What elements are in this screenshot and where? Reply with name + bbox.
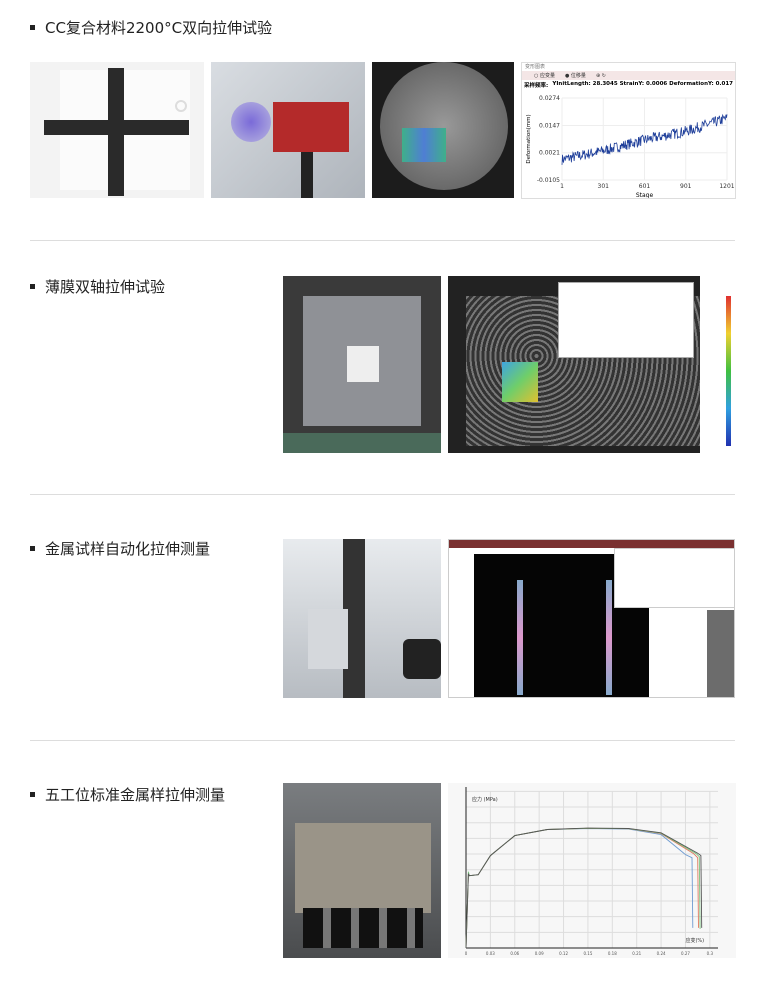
y-tick-label: -0.0105: [537, 177, 560, 184]
x-tick-label: 0: [465, 951, 468, 956]
x-tick-label: 0.06: [510, 951, 519, 956]
deformation-series: [561, 113, 728, 165]
divider: [30, 240, 735, 241]
x-tick-label: 1201: [719, 183, 734, 190]
auto-tensile-machine-photo: [283, 539, 441, 698]
biaxial-fixture-photo: [283, 276, 441, 453]
radio-strain[interactable]: ○ 应变量: [534, 73, 555, 79]
x-tick-label: 0.12: [559, 951, 568, 956]
section-heading: 五工位标准金属样拉伸测量: [30, 784, 225, 805]
x-tick-label: 301: [598, 183, 610, 190]
y-axis-label: Deformation(mm): [526, 114, 532, 163]
x-tick-label: 0.24: [657, 951, 666, 956]
x-tick-label: 0.3: [707, 951, 714, 956]
x-axis-label: Stage: [636, 192, 654, 199]
x-tick-label: 1: [560, 183, 564, 190]
film-dic-software-view: [448, 276, 737, 453]
specimen-photo: [30, 62, 204, 198]
x-tick-label: 0.27: [681, 951, 690, 956]
y-tick-label: 0.0147: [539, 122, 560, 129]
five-station-machine-photo: [283, 783, 441, 958]
camera-view-image: [372, 62, 514, 198]
deformation-scatter-chart: 1 301 601 901 1201 0.0274 0.0147 0.0021 -0.0105S…: [526, 95, 735, 199]
section-heading: CC复合材料2200°C双向拉伸试验: [30, 17, 272, 38]
stress-strain-series-2: [465, 827, 699, 949]
stress-strain-series-4: [465, 827, 703, 949]
x-tick-label: 0.09: [535, 951, 544, 956]
divider: [30, 494, 735, 495]
bullet-icon: [30, 792, 35, 797]
furnace-photo: [211, 62, 365, 198]
metal-dic-software-view: [448, 539, 735, 698]
x-tick-label: 901: [680, 183, 692, 190]
readout: YInitLength: 28.3045 StrainY: 0.0006 Def…: [552, 81, 733, 87]
x-tick-label: 0.21: [632, 951, 641, 956]
bullet-icon: [30, 546, 35, 551]
x-tick-label: 0.03: [486, 951, 495, 956]
section-heading: 金属试样自动化拉伸测量: [30, 538, 210, 559]
x-tick-label: 0.18: [608, 951, 617, 956]
sampling-label: 采样频率:: [524, 83, 549, 89]
zoom-icon[interactable]: ⊕ ↻: [595, 72, 606, 79]
deformation-chart-window: 变形图表 ○ 应变量 ● 位移量 ⊕ ↻ 采样频率: YInitLength: …: [521, 62, 736, 199]
divider: [30, 740, 735, 741]
window-title: 变形图表: [525, 64, 546, 70]
section-heading: 薄膜双轴拉伸试验: [30, 276, 165, 297]
stress-strain-chart: 0 0.03 0.06 0.09 0.12 0.15 0.18 0.21 0.24 0.27 0.3…: [448, 783, 736, 958]
y-tick-label: 0.0021: [539, 150, 560, 157]
stress-strain-series-1: [465, 828, 694, 949]
bullet-icon: [30, 25, 35, 30]
bullet-icon: [30, 284, 35, 289]
x-axis-label: 应变(%): [685, 937, 704, 944]
y-tick-label: 0.0274: [539, 95, 560, 102]
toolbar: ○ 应变量 ● 位移量 ⊕ ↻: [522, 71, 735, 80]
radio-displacement[interactable]: ● 位移量: [564, 73, 586, 79]
x-tick-label: 0.15: [583, 951, 592, 956]
x-tick-label: 601: [639, 183, 651, 190]
y-axis-label: 应力 (MPa): [472, 796, 498, 803]
